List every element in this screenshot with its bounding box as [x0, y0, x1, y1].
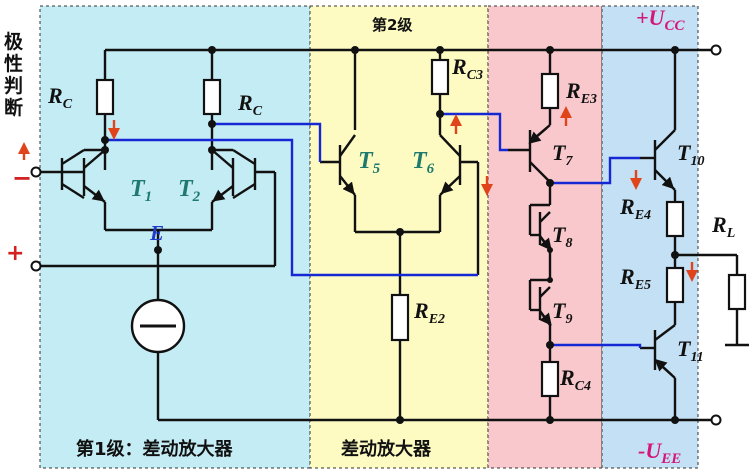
resistor-rc4 — [540, 360, 560, 398]
resistor-re5 — [665, 266, 685, 304]
resistor-rl — [727, 273, 747, 311]
vcc-terminal — [710, 44, 722, 56]
rc4-label: RC4 — [559, 365, 591, 394]
resistors — [95, 58, 747, 398]
t6-label: T6 — [412, 148, 435, 177]
t10-label: T10 — [677, 140, 704, 169]
vee-label: -UEE — [638, 438, 681, 467]
emitter-arrows — [83, 127, 675, 376]
re2-label: RE2 — [413, 298, 445, 327]
side-title-char: 断 — [4, 96, 23, 119]
rl-label: RL — [711, 212, 735, 241]
input-minus-terminal — [30, 166, 42, 178]
vcc-label: +UCC — [636, 5, 685, 34]
terminals — [30, 44, 722, 426]
junction-dots — [101, 46, 679, 424]
vee-terminal — [710, 414, 722, 426]
t8-label: T8 — [552, 222, 572, 251]
resistor-re4 — [665, 200, 685, 238]
stage2-title: 第2级 — [372, 16, 413, 34]
input-plus-label: + — [6, 241, 24, 266]
wiring — [40, 48, 749, 422]
t1-label: T1 — [130, 176, 152, 205]
rc1-label: RC — [47, 83, 73, 112]
e-node-label: E — [149, 221, 164, 245]
t2-label: T2 — [178, 176, 201, 205]
t11-label: T11 — [677, 336, 704, 365]
side-title-char: 判 — [4, 75, 23, 97]
t7-label: T7 — [552, 140, 573, 169]
t5-label: T5 — [358, 148, 381, 177]
resistor-re3 — [540, 72, 560, 110]
stage1-panel — [39, 5, 311, 469]
stage1-caption: 第1级：差动放大器 — [76, 438, 234, 460]
signal-path — [105, 112, 642, 348]
resistor-re2 — [390, 293, 410, 342]
re3-label: RE3 — [565, 78, 597, 107]
resistor-rc3 — [430, 58, 450, 96]
input-plus-terminal — [30, 260, 42, 272]
stage2-caption: 差动放大器 — [341, 438, 432, 460]
resistor-rc1 — [95, 78, 115, 116]
side-title: 极 性 判 断 — [4, 30, 24, 119]
re4-label: RE4 — [619, 194, 651, 223]
resistor-rc2 — [202, 78, 222, 116]
side-title-char: 极 — [4, 30, 24, 53]
polarity-arrows — [18, 106, 698, 282]
rc2-label: RC — [237, 90, 263, 119]
rc3-label: RC3 — [451, 54, 483, 83]
t9-label: T9 — [552, 298, 572, 327]
re5-label: RE5 — [619, 264, 651, 293]
input-minus-label: − — [12, 164, 32, 192]
side-title-char: 性 — [4, 52, 23, 75]
